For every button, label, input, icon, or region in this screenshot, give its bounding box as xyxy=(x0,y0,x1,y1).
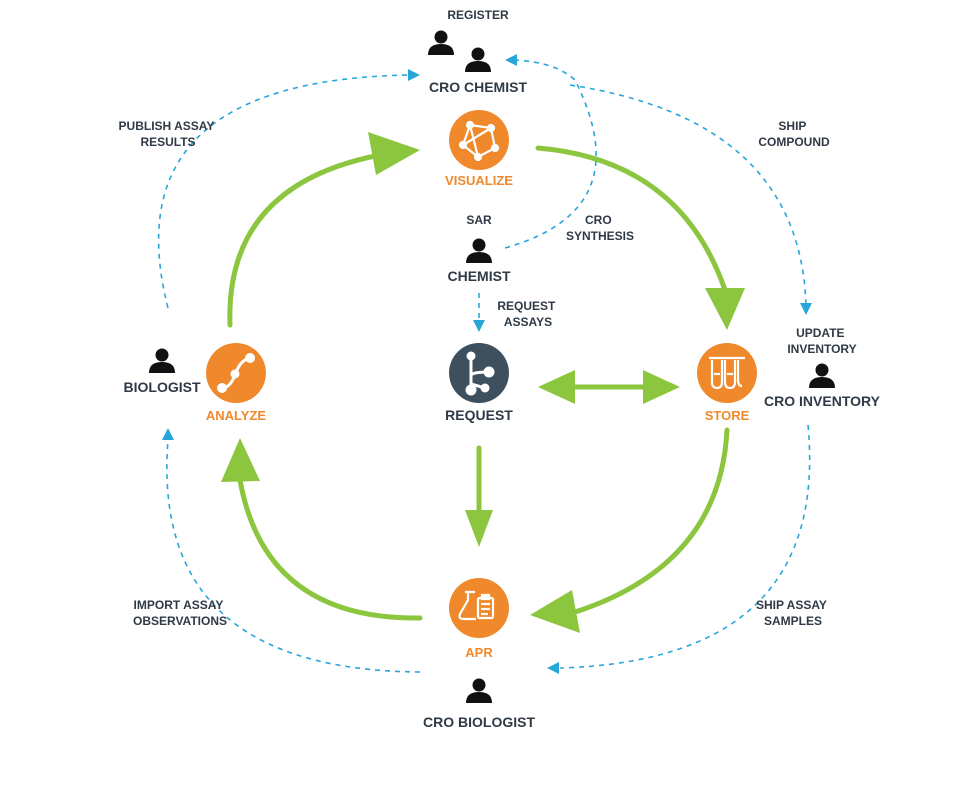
apr-label: APR xyxy=(465,645,493,660)
import-assay-observations-label: IMPORT ASSAY OBSERVATIONS xyxy=(133,598,227,628)
node-visualize: VISUALIZE xyxy=(445,110,513,188)
arrowhead-request-left xyxy=(538,370,575,404)
branch-icon xyxy=(465,351,495,396)
arrowhead-request-to-apr xyxy=(465,510,493,547)
arrowhead-to-apr xyxy=(530,590,580,633)
cro-chemist-label: CRO CHEMIST xyxy=(429,79,527,95)
graph-line-icon xyxy=(217,353,255,393)
visualize-label: VISUALIZE xyxy=(445,173,513,188)
publish-assay-results-label: PUBLISH ASSAY RESULTS xyxy=(119,119,218,149)
store-label: STORE xyxy=(705,408,750,423)
flow-analyze-to-visualize xyxy=(227,152,383,328)
biologist-label: BIOLOGIST xyxy=(124,379,201,395)
arrowhead-to-visualize xyxy=(368,132,420,175)
arrowhead-request-assays xyxy=(473,320,485,332)
person-icon xyxy=(149,348,175,373)
arrowhead-cro-synthesis xyxy=(505,54,517,66)
register-label: REGISTER xyxy=(447,8,509,22)
request-label: REQUEST xyxy=(445,407,513,423)
node-apr: APR xyxy=(449,578,509,660)
arrowhead-request-right xyxy=(643,370,680,404)
person-icon xyxy=(428,30,454,55)
flow-store-to-apr xyxy=(572,427,730,615)
arrowhead-publish xyxy=(408,69,420,81)
cro-synthesis-label: CRO SYNTHESIS xyxy=(566,213,634,243)
person-icon xyxy=(466,678,492,703)
arrowhead-import xyxy=(162,428,174,440)
role-cro-chemist: CRO CHEMIST xyxy=(428,30,527,95)
flow-ship-compound xyxy=(569,84,807,306)
analyze-label: ANALYZE xyxy=(206,408,267,423)
role-cro-biologist: CRO BIOLOGIST xyxy=(423,678,535,730)
person-icon xyxy=(465,47,491,72)
cro-biologist-label: CRO BIOLOGIST xyxy=(423,714,535,730)
person-icon xyxy=(466,238,492,263)
arrowhead-ship-compound xyxy=(800,303,812,315)
node-store: STORE xyxy=(697,343,757,423)
flow-import-observations xyxy=(166,439,421,673)
update-inventory-label: UPDATE INVENTORY xyxy=(787,326,856,356)
flow-ship-samples xyxy=(559,424,811,669)
test-tubes-icon xyxy=(709,356,745,390)
arrowhead-to-analyze xyxy=(221,438,260,482)
sar-label: SAR xyxy=(466,213,492,227)
flow-visualize-to-store xyxy=(535,145,728,293)
flow-apr-to-analyze xyxy=(237,477,423,621)
role-biologist: BIOLOGIST xyxy=(124,348,201,395)
arrowhead-ship-samples xyxy=(547,662,559,674)
node-analyze: ANALYZE xyxy=(206,343,267,423)
node-request: REQUEST xyxy=(445,343,513,423)
green-flow-arrows xyxy=(221,132,745,633)
ship-assay-samples-label: SHIP ASSAY SAMPLES xyxy=(756,598,830,628)
request-assays-label: REQUEST ASSAYS xyxy=(497,299,558,329)
flask-clipboard-icon xyxy=(458,590,495,621)
chemist-label: CHEMIST xyxy=(448,268,511,284)
role-cro-inventory: CRO INVENTORY xyxy=(764,363,881,409)
role-chemist: CHEMIST xyxy=(448,238,511,284)
flow-cro-synthesis xyxy=(504,59,597,249)
network-icon xyxy=(458,120,500,162)
person-icon xyxy=(809,363,835,388)
dashed-flow-arrows xyxy=(157,54,812,674)
arrowhead-to-store xyxy=(705,288,745,330)
cro-inventory-label: CRO INVENTORY xyxy=(764,393,881,409)
flow-publish-results xyxy=(157,74,411,309)
ship-compound-label: SHIP COMPOUND xyxy=(758,119,830,149)
